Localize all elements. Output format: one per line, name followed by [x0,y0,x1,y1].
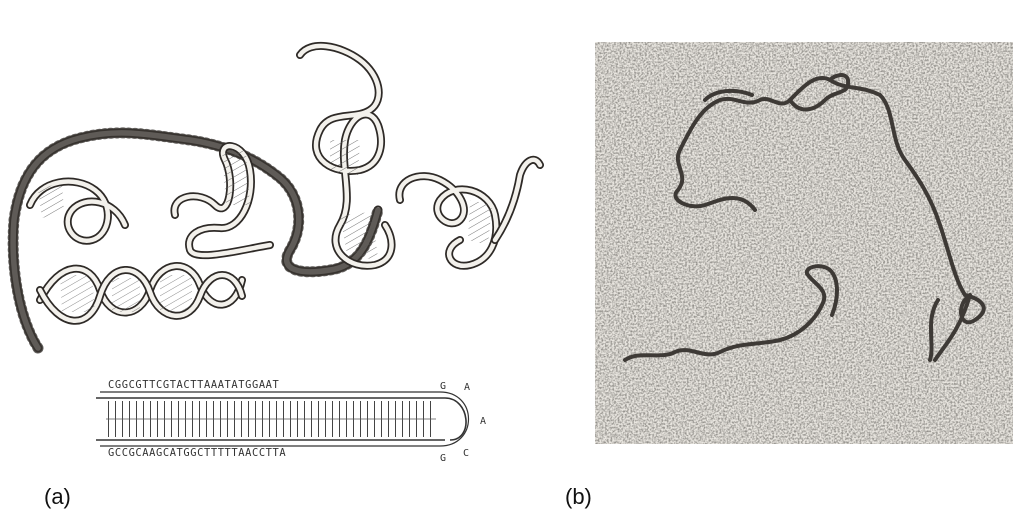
hairpin-sequence-diagram: CGGCGTTCGTACTTAAATATGGAAT GCCGCAAGCATGGC… [96,379,486,464]
helix-upper-right [300,46,392,266]
hairpin-loop-right-3: C [463,448,469,459]
helix-right-loop [399,160,540,266]
hairpin-loop-top: G [440,381,446,392]
hairpin-loop-right-2: A [480,416,486,427]
dna-loop-illustration [13,46,540,348]
hairpin-loop-bottom: G [440,453,446,464]
helix-bottom-left [40,266,242,321]
electron-micrograph [595,42,1013,444]
helix-left-loop [30,182,125,241]
hairpin-bottom-strand: GCCGCAAGCATGGCTTTTTAACCTTA [108,447,286,459]
hairpin-loop-right-1: A [464,382,470,393]
panel-label-b: (b) [565,484,592,510]
panel-label-a: (a) [44,484,71,510]
micrograph-grain [595,42,1013,444]
hairpin-top-strand: CGGCGTTCGTACTTAAATATGGAAT [108,379,280,391]
